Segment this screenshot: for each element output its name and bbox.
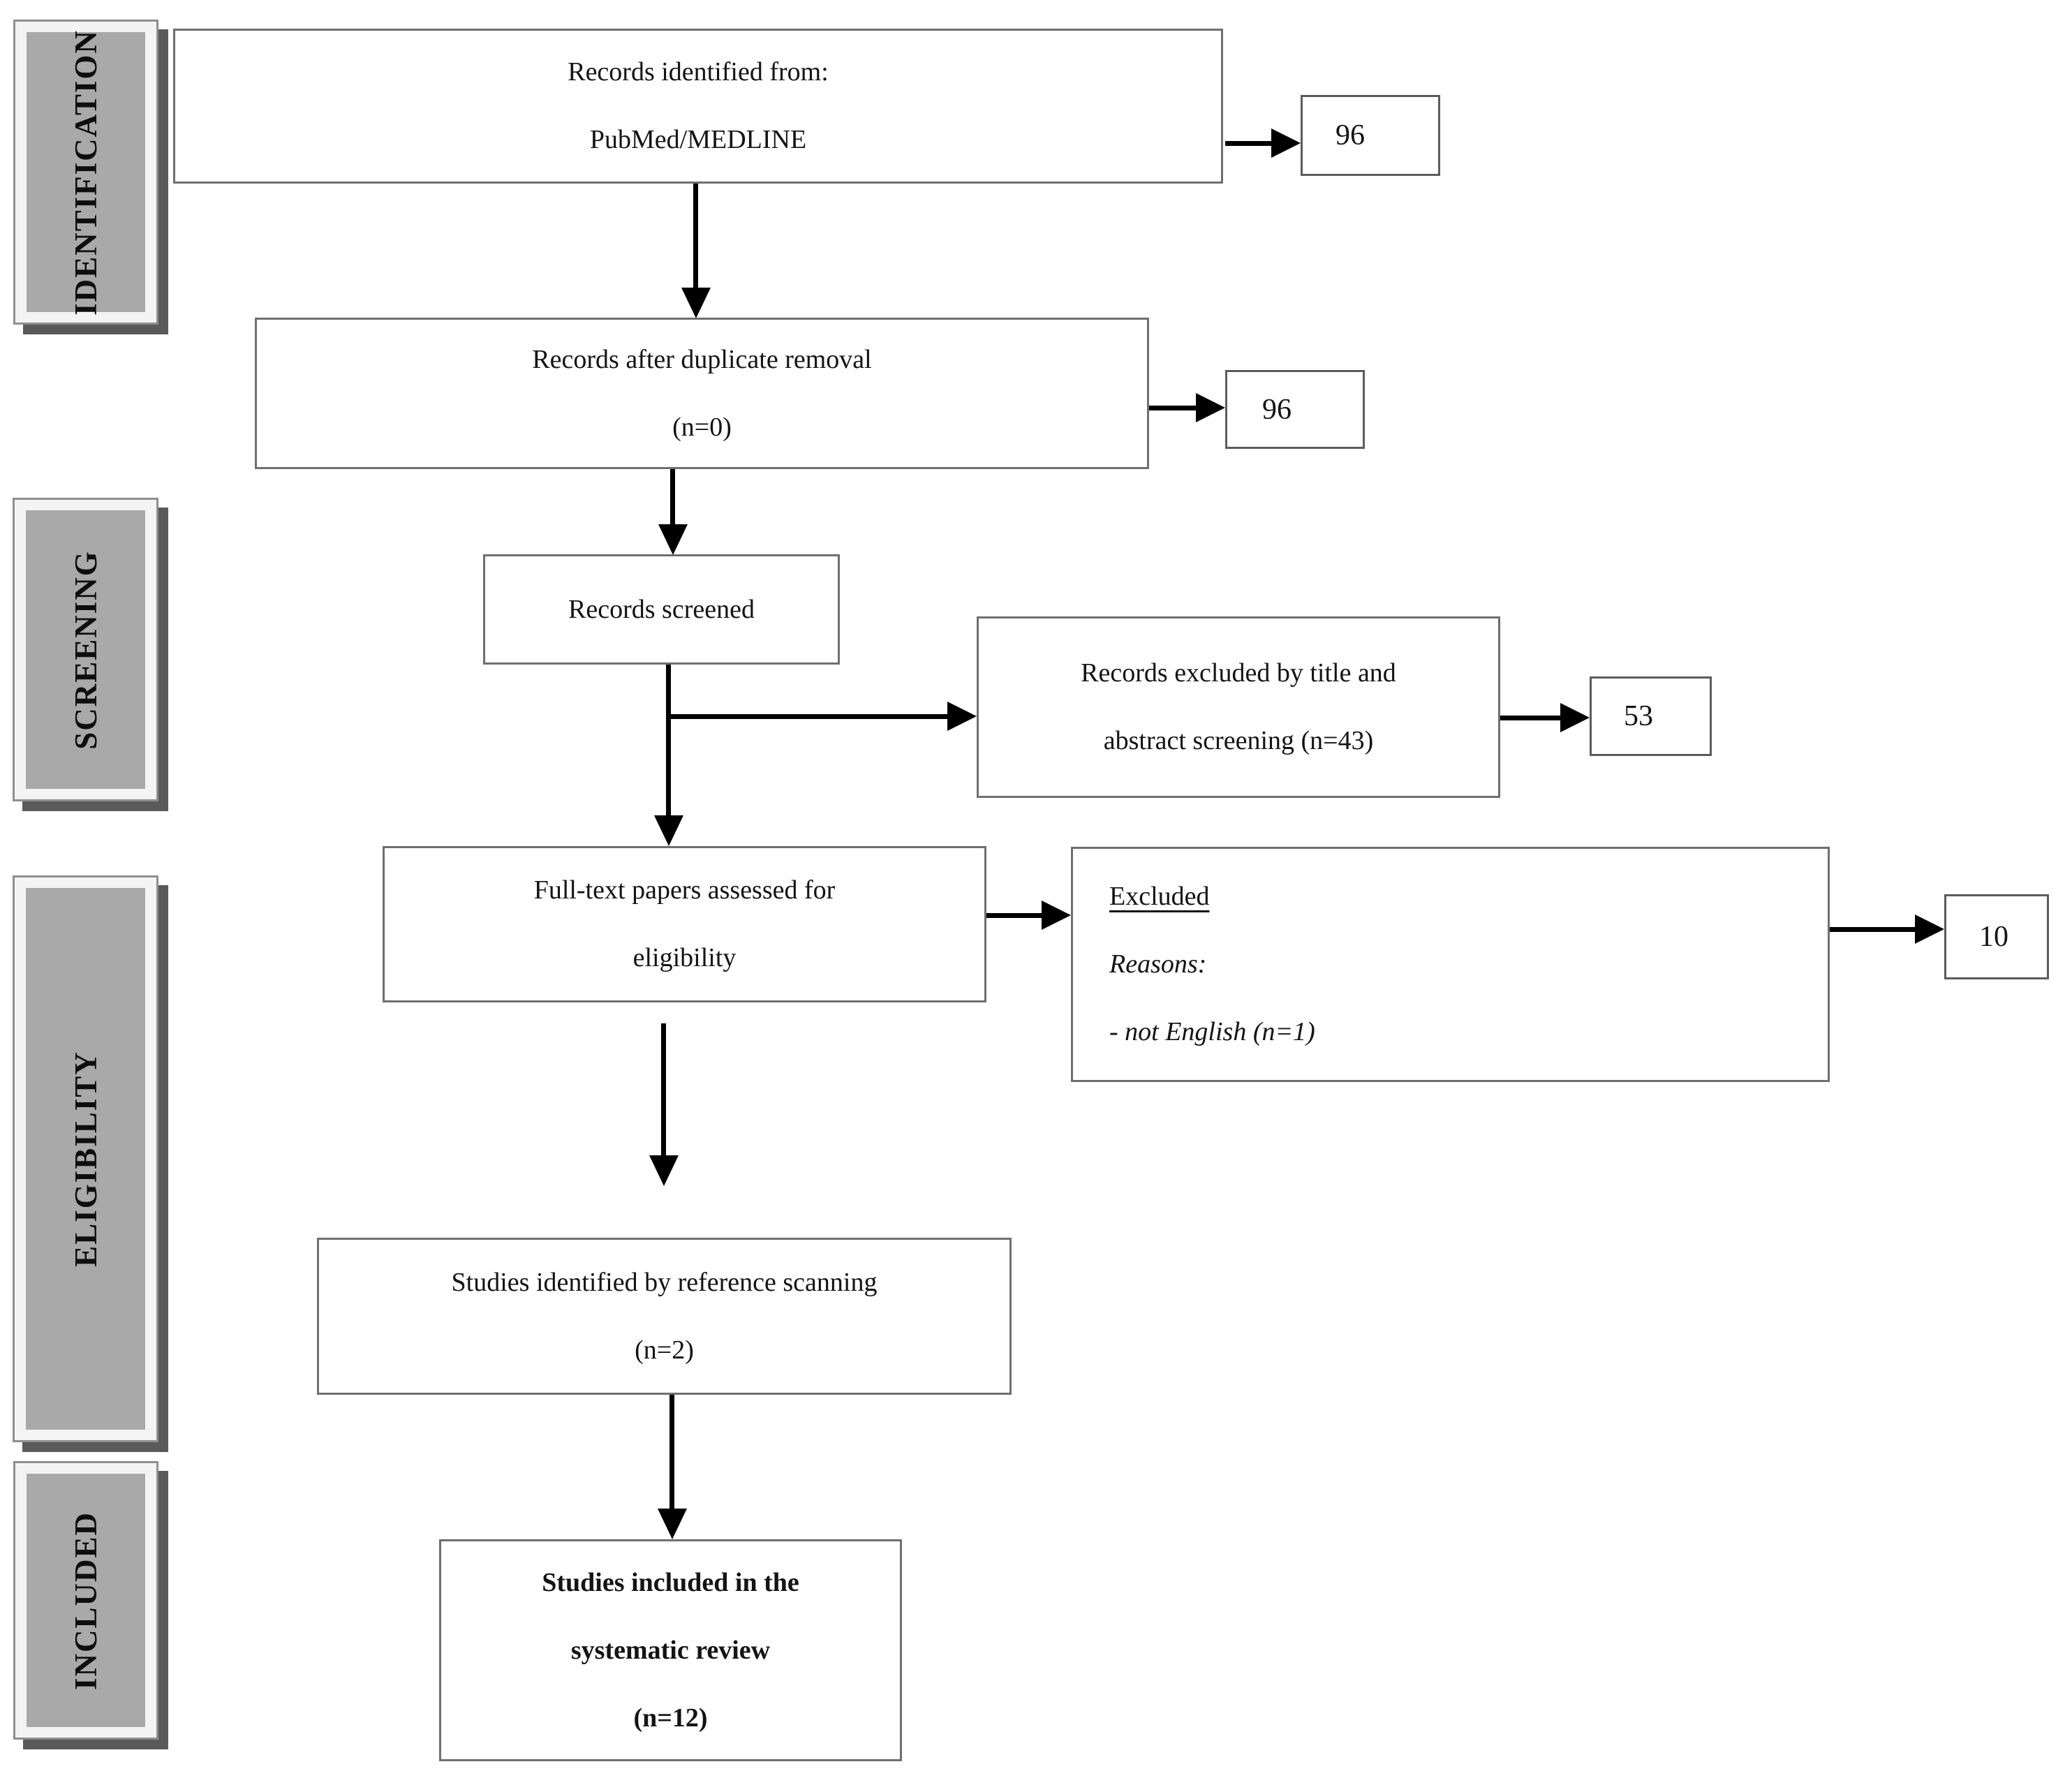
count-after-duplicate-removal: 96 [1225, 370, 1365, 449]
arrow-right-icon [1271, 128, 1301, 158]
stage-identification-fill: IDENTIFICATION [27, 29, 145, 315]
box-reference-scanning-line1: Studies identified by reference scanning [451, 1267, 878, 1297]
stage-screening-fill: SCREENING [26, 510, 145, 789]
stage-included-fill: INCLUDED [27, 1474, 145, 1727]
connector-reasons-to-count-line [1830, 927, 1919, 932]
stage-eligibility-label: ELIGIBILITY [68, 1051, 103, 1267]
count-after-duplicate-removal-value: 96 [1262, 393, 1292, 426]
arrow-down-icon [654, 815, 683, 846]
box-records-excluded: Records excluded by title and abstract s… [977, 616, 1500, 798]
connector-fulltext-to-reference-line [661, 1023, 666, 1157]
box-records-screened: Records screened [483, 554, 840, 665]
box-included-review-line1: Studies included in the [542, 1567, 799, 1597]
connector-identified-to-duplicates-line [693, 184, 698, 290]
arrow-right-icon [1196, 393, 1225, 422]
connector-duplicates-to-count-line [1149, 406, 1199, 410]
arrow-right-icon [947, 702, 977, 731]
arrow-right-icon [1042, 901, 1071, 930]
box-duplicate-removal-line2: (n=0) [672, 412, 732, 442]
connector-excluded-to-count-line [1500, 716, 1564, 720]
stage-screening: SCREENING [13, 498, 158, 801]
box-reference-scanning: Studies identified by reference scanning… [317, 1238, 1012, 1395]
connector-reference-to-included-line [669, 1395, 674, 1510]
box-fulltext-assessed: Full-text papers assessed for eligibilit… [383, 846, 986, 1002]
stage-eligibility-fill: ELIGIBILITY [26, 888, 145, 1430]
box-records-identified: Records identified from: PubMed/MEDLINE [173, 29, 1223, 184]
count-excluded-fulltext-value: 10 [1979, 921, 2008, 953]
arrow-down-icon [681, 288, 711, 318]
stage-identification-label: IDENTIFICATION [68, 29, 104, 316]
count-excluded-by-screening-value: 53 [1624, 700, 1653, 732]
box-excluded-reasons-subtitle: Reasons: [1109, 949, 1207, 979]
box-excluded-reasons-title: Excluded [1109, 882, 1210, 911]
box-records-identified-line2: PubMed/MEDLINE [589, 125, 807, 154]
stage-eligibility: ELIGIBILITY [13, 875, 158, 1442]
count-excluded-fulltext: 10 [1944, 894, 2049, 979]
box-records-excluded-line1: Records excluded by title and [1081, 658, 1396, 688]
box-excluded-reasons: Excluded Reasons: - not English (n=1) [1071, 847, 1830, 1082]
box-reference-scanning-line2: (n=2) [635, 1335, 694, 1365]
box-records-identified-line1: Records identified from: [568, 57, 829, 87]
box-included-review-line3: (n=12) [633, 1703, 708, 1733]
connector-identified-to-count-line [1225, 141, 1274, 146]
stage-screening-label: SCREENING [68, 549, 103, 750]
count-excluded-by-screening: 53 [1590, 676, 1712, 756]
connector-screened-to-excluded-line [666, 714, 950, 719]
box-duplicate-removal-line1: Records after duplicate removal [532, 344, 872, 374]
stage-included-label: INCLUDED [68, 1511, 103, 1690]
box-excluded-reasons-item: - not English (n=1) [1109, 1017, 1315, 1046]
stage-identification: IDENTIFICATION [13, 20, 158, 325]
arrow-down-icon [658, 524, 688, 555]
count-identified: 96 [1301, 95, 1440, 176]
arrow-right-icon [1560, 703, 1590, 732]
box-records-excluded-line2: abstract screening (n=43) [1103, 726, 1374, 755]
box-fulltext-assessed-line2: eligibility [632, 943, 737, 972]
box-included-review: Studies included in the systematic revie… [439, 1539, 902, 1761]
arrow-down-icon [658, 1509, 687, 1539]
box-fulltext-assessed-line1: Full-text papers assessed for [533, 875, 836, 905]
box-records-screened-line1: Records screened [568, 594, 755, 624]
connector-screened-to-fulltext-line [666, 665, 671, 817]
count-identified-value: 96 [1335, 119, 1365, 151]
connector-fulltext-to-reasons-line [986, 913, 1046, 918]
box-included-review-line2: systematic review [570, 1635, 771, 1665]
connector-duplicates-to-screened-line [670, 469, 675, 526]
box-duplicate-removal: Records after duplicate removal (n=0) [255, 318, 1149, 469]
arrow-right-icon [1915, 914, 1944, 944]
arrow-down-icon [649, 1155, 679, 1186]
stage-included: INCLUDED [13, 1461, 158, 1740]
